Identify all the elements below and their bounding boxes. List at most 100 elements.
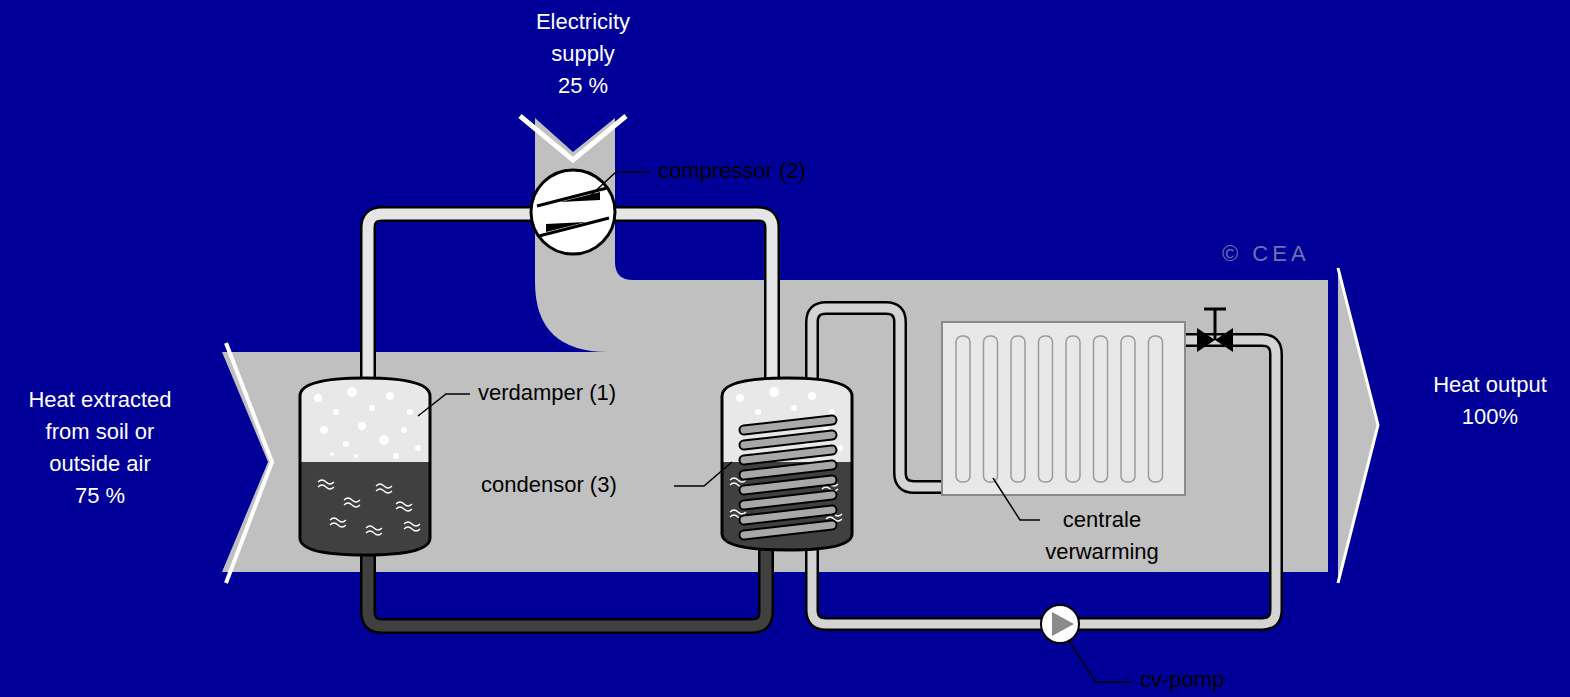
coil-turn [744,525,832,535]
coil-turn [744,510,832,520]
label-line: from soil or [28,416,171,448]
wave-mark [330,518,346,527]
water-pipes [812,308,1276,624]
label-line: verwarming [1045,536,1159,568]
label-line: verdamper (1) [478,377,616,409]
compressor-mark [560,192,600,202]
radiator-fin [1039,336,1053,482]
valve-stem [1214,309,1217,340]
label-line: 25 % [536,70,630,102]
label: verdamper (1) [478,377,616,409]
label-line: condensor (3) [481,469,617,501]
bubble [379,435,389,445]
bubble [808,392,816,400]
label: Heat extracted from soil or outside air … [28,384,171,512]
bubble [369,405,375,411]
bubble [330,452,334,456]
label: Electricity supply 25 % [536,6,630,102]
coil-turn [744,480,832,490]
label-line: cv-pomp [1140,664,1224,696]
leader-line [674,462,732,486]
condenser-vessel [722,378,852,550]
label-line: 75 % [28,480,171,512]
bubble [393,453,399,459]
radiator-fin [1149,336,1163,482]
valve-half [1197,328,1215,352]
valve [1197,309,1233,352]
coil-turn-outline [744,525,832,535]
radiator-fin [1121,336,1135,482]
coil-turn [744,420,832,430]
bubble [401,427,407,433]
evaporator-vessel [300,378,430,555]
radiator-fin [984,336,998,482]
evaporator-vapour [300,378,430,462]
evaporator [300,378,430,555]
radiator-fin [1094,336,1108,482]
condenser-vapour [722,378,852,462]
label: condensor (3) [481,469,617,501]
condenser-coil [744,420,832,535]
liquid-pipe [368,546,766,626]
label: cv-pomp [1140,664,1224,696]
bubble [837,445,843,451]
label: centrale verwarming [1045,504,1159,568]
radiator [942,322,1185,495]
bubble [407,409,413,415]
valve-handle [1204,308,1226,311]
coil-turn-outline [744,420,832,430]
waves [730,478,842,521]
leader-line [1068,640,1132,682]
pump [1041,605,1079,643]
coil-turn-outline [744,450,832,460]
bubble [347,387,357,397]
radiator-fin [1011,336,1025,482]
bubble [386,392,394,400]
bubble [736,394,744,402]
label: compressor (2) [658,155,806,187]
pump-arrow [1052,612,1074,636]
bubble [769,387,779,397]
wave-mark [404,522,420,531]
valve-half [1215,328,1233,352]
label-line: compressor (2) [658,155,806,187]
flow-band [222,118,1328,572]
bubble [333,409,339,415]
waves [318,480,420,535]
coil-turn [744,435,832,445]
bubble [829,409,835,415]
condenser [722,378,852,550]
wave-mark [344,498,360,507]
electricity-chevron [520,116,626,160]
label-line: outside air [28,448,171,480]
energy-flow-band [222,116,1378,583]
leader-lines [418,172,1132,682]
radiator-fins [956,336,1163,482]
radiator-fin [956,336,970,482]
evaporator-liquid [300,462,430,555]
coil-turn-outline [744,510,832,520]
leader-line [590,172,650,196]
bubble [791,405,797,411]
compressor-line [539,218,609,236]
coil-turn [744,450,832,460]
coil-turn [744,465,832,475]
bubble [343,441,349,447]
label-line: supply [536,38,630,70]
coil-turn [744,495,832,505]
output-arrowhead [1338,268,1378,583]
wave-mark [318,480,334,489]
leader-line [418,394,470,416]
radiator-fin [1066,336,1080,482]
label: Heat output 100% [1433,369,1547,433]
bubble [320,426,328,434]
leader-line [993,478,1040,520]
bubbles [314,387,421,459]
compressor [531,170,615,254]
label-line: Heat output [1433,369,1547,401]
label-line: centrale [1045,504,1159,536]
output-chevron [1338,268,1378,583]
